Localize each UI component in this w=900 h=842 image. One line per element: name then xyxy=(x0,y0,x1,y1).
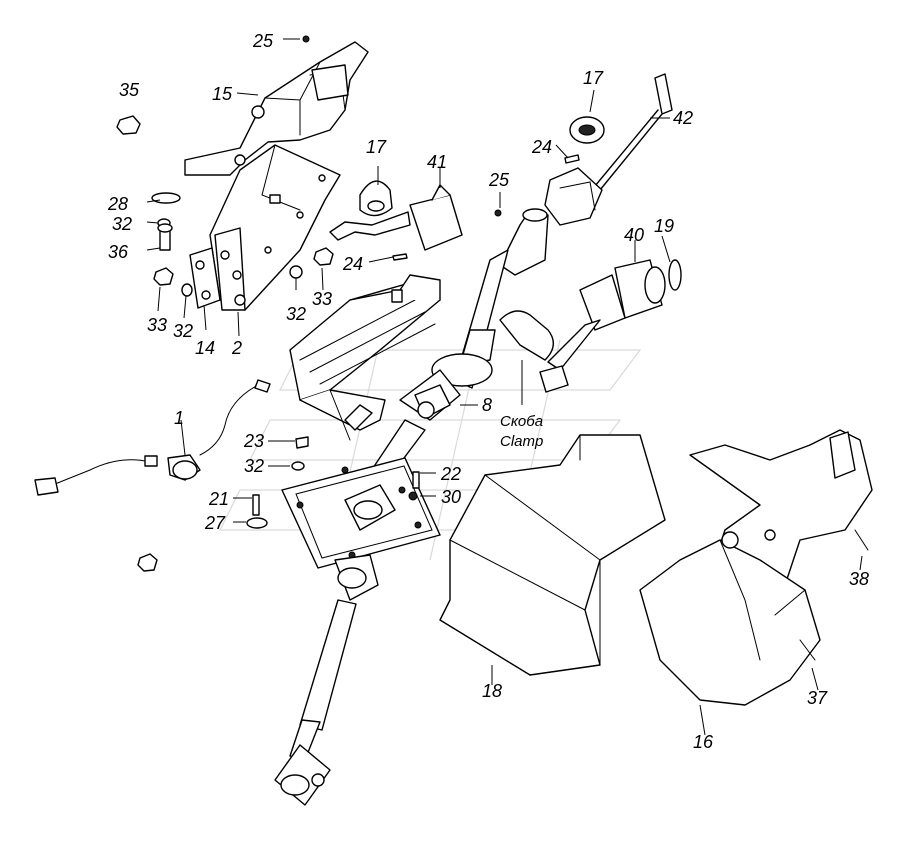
callouts: 25 35 15 17 41 28 32 36 24 33 32 33 32 1… xyxy=(107,31,869,752)
clamp-label-en: Clamp xyxy=(500,433,543,450)
callout-38: 38 xyxy=(849,569,869,589)
leader-lines xyxy=(146,38,863,736)
callout-14: 14 xyxy=(195,338,215,358)
callout-15: 15 xyxy=(212,84,233,104)
part-40-ignition-switch xyxy=(547,259,682,371)
callout-24: 24 xyxy=(531,137,552,157)
callout-25: 25 xyxy=(252,31,274,51)
part-16-column-cover xyxy=(639,429,873,706)
callout-1: 1 xyxy=(174,408,184,428)
callout-35: 35 xyxy=(119,80,140,100)
callout-36: 36 xyxy=(108,242,129,262)
callout-25: 25 xyxy=(488,170,510,190)
screws xyxy=(246,35,869,661)
callout-33: 33 xyxy=(312,289,332,309)
callout-40: 40 xyxy=(624,225,644,245)
callout-30: 30 xyxy=(441,487,461,507)
callout-21: 21 xyxy=(208,489,229,509)
part-17-knob-right xyxy=(569,116,605,144)
callout-32: 32 xyxy=(244,456,264,476)
callout-16: 16 xyxy=(693,732,714,752)
callout-24: 24 xyxy=(342,254,363,274)
callout-22: 22 xyxy=(440,464,461,484)
lower-shaft xyxy=(274,554,379,806)
clamp-label-ru: Скоба xyxy=(500,413,543,430)
callout-32: 32 xyxy=(286,304,306,324)
callout-28: 28 xyxy=(107,194,128,214)
part-42-lever xyxy=(544,73,673,226)
part-14-small-bracket xyxy=(189,247,221,309)
callout-17: 17 xyxy=(583,68,604,88)
part-15-upper-cover xyxy=(184,41,369,176)
callout-8: 8 xyxy=(482,395,492,415)
base-plate xyxy=(281,457,441,569)
part-17-boot-left xyxy=(359,180,393,217)
part-8-frame xyxy=(289,274,441,441)
part-41-switch xyxy=(329,184,463,251)
callout-32: 32 xyxy=(112,214,132,234)
callout-17: 17 xyxy=(366,137,387,157)
callout-42: 42 xyxy=(673,108,693,128)
callout-27: 27 xyxy=(204,513,226,533)
callout-19: 19 xyxy=(654,216,674,236)
part-18-lower-shroud xyxy=(439,434,666,676)
callout-18: 18 xyxy=(482,681,502,701)
clamp-part xyxy=(499,310,569,393)
callout-2: 2 xyxy=(231,338,242,358)
callout-37: 37 xyxy=(807,688,828,708)
callout-33: 33 xyxy=(147,315,167,335)
steering-column xyxy=(364,208,549,511)
callout-41: 41 xyxy=(427,152,447,172)
callout-23: 23 xyxy=(243,431,264,451)
callout-32: 32 xyxy=(173,321,193,341)
part-1-sensor xyxy=(34,379,271,496)
